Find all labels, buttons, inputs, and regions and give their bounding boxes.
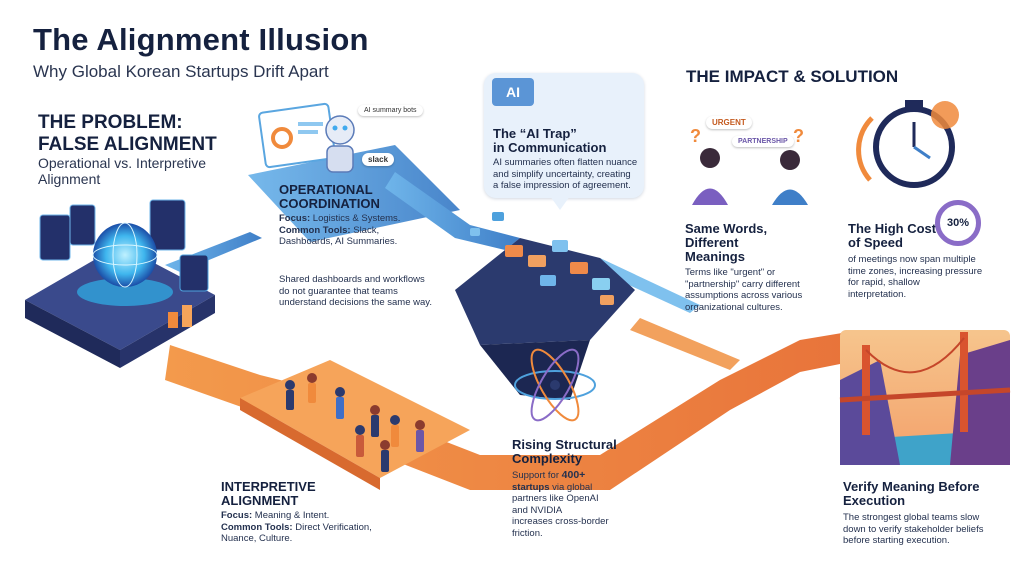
high-cost-title-line1: The High Cost <box>848 221 937 236</box>
same-words-title-line2: Different <box>685 235 739 250</box>
slack-tag: slack <box>362 153 395 166</box>
operational-title-line2: COORDINATION <box>279 196 380 211</box>
partnership-tag: PARTNERSHIP <box>732 136 794 147</box>
ai-trap-text: The “AI Trap” in Communication AI summar… <box>493 127 643 192</box>
problem-sub-line1: Operational vs. Interpretive <box>38 155 207 171</box>
urgent-tag: URGENT <box>706 116 752 129</box>
ai-trap-body-line3: a false impression of agreement. <box>493 180 631 191</box>
two-people-talking: ? ? <box>690 126 808 205</box>
ai-trap-title-line2: in Communication <box>493 140 607 155</box>
same-words-body1: Terms like "urgent" or <box>685 267 776 278</box>
stopwatch-icon <box>856 100 959 188</box>
operational-note: Shared dashboards and workflows do not g… <box>279 274 432 309</box>
operational-tools: Common Tools: Slack, <box>279 224 380 236</box>
verify-title-line2: Execution <box>843 493 906 508</box>
atom-icon <box>514 348 596 422</box>
ai-trap-bubble-tail <box>550 196 570 210</box>
problem-subheading: Operational vs. Interpretive Alignment <box>38 155 206 187</box>
ai-trap-title-line1: The “AI Trap” <box>493 126 577 141</box>
verify-body-line1: The strongest global teams slow <box>843 512 980 523</box>
problem-heading-line2: FALSE ALIGNMENT <box>38 134 217 155</box>
operational-focus: Focus: Logistics & Systems. <box>279 213 401 224</box>
problem-heading-line1: THE PROBLEM: <box>38 112 183 133</box>
team-people <box>285 373 425 472</box>
operational-title-line1: OPERATIONAL <box>279 182 373 197</box>
interpretive-platform <box>240 360 470 478</box>
complexity-title-line2: Complexity <box>512 451 583 466</box>
percent-badge: 30% <box>935 200 981 246</box>
ai-summary-bots-tag: AI summary bots <box>358 105 423 116</box>
same-words-body2: "partnership" carry different <box>685 278 800 290</box>
interpretive-focus: Focus: Meaning & Intent. <box>221 510 330 521</box>
complexity-body-line1: Support for 400+ <box>512 469 586 481</box>
same-words-title-line1: Same Words, <box>685 221 768 236</box>
operational-tools-line2: Dashboards, AI Summaries. <box>279 236 398 247</box>
high-cost-body4: interpretation. <box>848 288 907 300</box>
operational-coordination: OPERATIONAL COORDINATION Focus: Logistic… <box>279 183 459 248</box>
dashboard-robot <box>258 102 355 173</box>
interpretive-tools: Common Tools: Direct Verification, <box>221 521 372 533</box>
complexity-body-line4: and NVIDIA <box>512 504 563 516</box>
svg-text:?: ? <box>793 126 804 146</box>
high-cost-body1: of meetings now span multiple <box>848 254 976 265</box>
data-blocks <box>470 212 614 305</box>
complexity-body-line6: friction. <box>512 527 543 539</box>
verify-body-line3: before starting execution. <box>843 535 950 546</box>
complexity-body-line3: partners like OpenAI <box>512 493 599 504</box>
ai-trap-body-line2: and simplify uncertainty, creating <box>493 168 631 180</box>
interpretive-title-line1: INTERPRETIVE <box>221 479 316 494</box>
same-words-body4: organizational cultures. <box>685 301 783 313</box>
complexity-block: Rising Structural Complexity Support for… <box>512 438 642 539</box>
complexity-title-line1: Rising Structural <box>512 437 617 452</box>
problem-sub-line2: Alignment <box>38 171 101 187</box>
bridge-illustration <box>839 330 1011 465</box>
blue-path-right <box>592 258 700 313</box>
high-cost-title-line2: of Speed <box>848 235 903 250</box>
interpretive-alignment: INTERPRETIVE ALIGNMENT Focus: Meaning & … <box>221 480 421 545</box>
verify-block: Verify Meaning Before Execution The stro… <box>843 480 1023 547</box>
page-title: The Alignment Illusion <box>33 22 369 57</box>
complexity-body-line5: increases cross-border <box>512 516 609 527</box>
operational-note-line3: understand decisions the same way. <box>279 297 432 308</box>
orange-merge <box>630 318 740 370</box>
ai-chip-icon: AI <box>492 78 534 106</box>
svg-text:?: ? <box>690 126 701 146</box>
problem-heading: THE PROBLEM: FALSE ALIGNMENT <box>38 112 217 156</box>
interpretive-tools-line2: Nuance, Culture. <box>221 533 293 544</box>
impact-heading: THE IMPACT & SOLUTION <box>686 67 899 86</box>
operational-note-line2: do not guarantee that teams <box>279 285 398 297</box>
page-subtitle: Why Global Korean Startups Drift Apart <box>33 62 329 81</box>
high-cost-block: The High Cost of Speed of meetings now s… <box>848 222 998 300</box>
operational-platform <box>248 145 460 242</box>
verify-body-line2: down to verify stakeholder beliefs <box>843 523 984 535</box>
interpretive-title-line2: ALIGNMENT <box>221 493 299 508</box>
same-words-title-line3: Meanings <box>685 249 745 264</box>
blue-path-mid <box>385 172 520 250</box>
operational-note-line1: Shared dashboards and workflows <box>279 274 425 285</box>
chasm-top <box>455 238 635 345</box>
complexity-body-line2: startups via global <box>512 481 593 493</box>
high-cost-body2: time zones, increasing pressure <box>848 265 983 277</box>
same-words-body3: assumptions across various <box>685 290 803 301</box>
same-words-block: Same Words, Different Meanings Terms lik… <box>685 222 825 313</box>
tech-platform <box>25 199 215 368</box>
ai-trap-body-line1: AI summaries often flatten nuance <box>493 157 638 168</box>
high-cost-body3: for rapid, shallow <box>848 277 920 288</box>
verify-title-line1: Verify Meaning Before <box>843 479 980 494</box>
